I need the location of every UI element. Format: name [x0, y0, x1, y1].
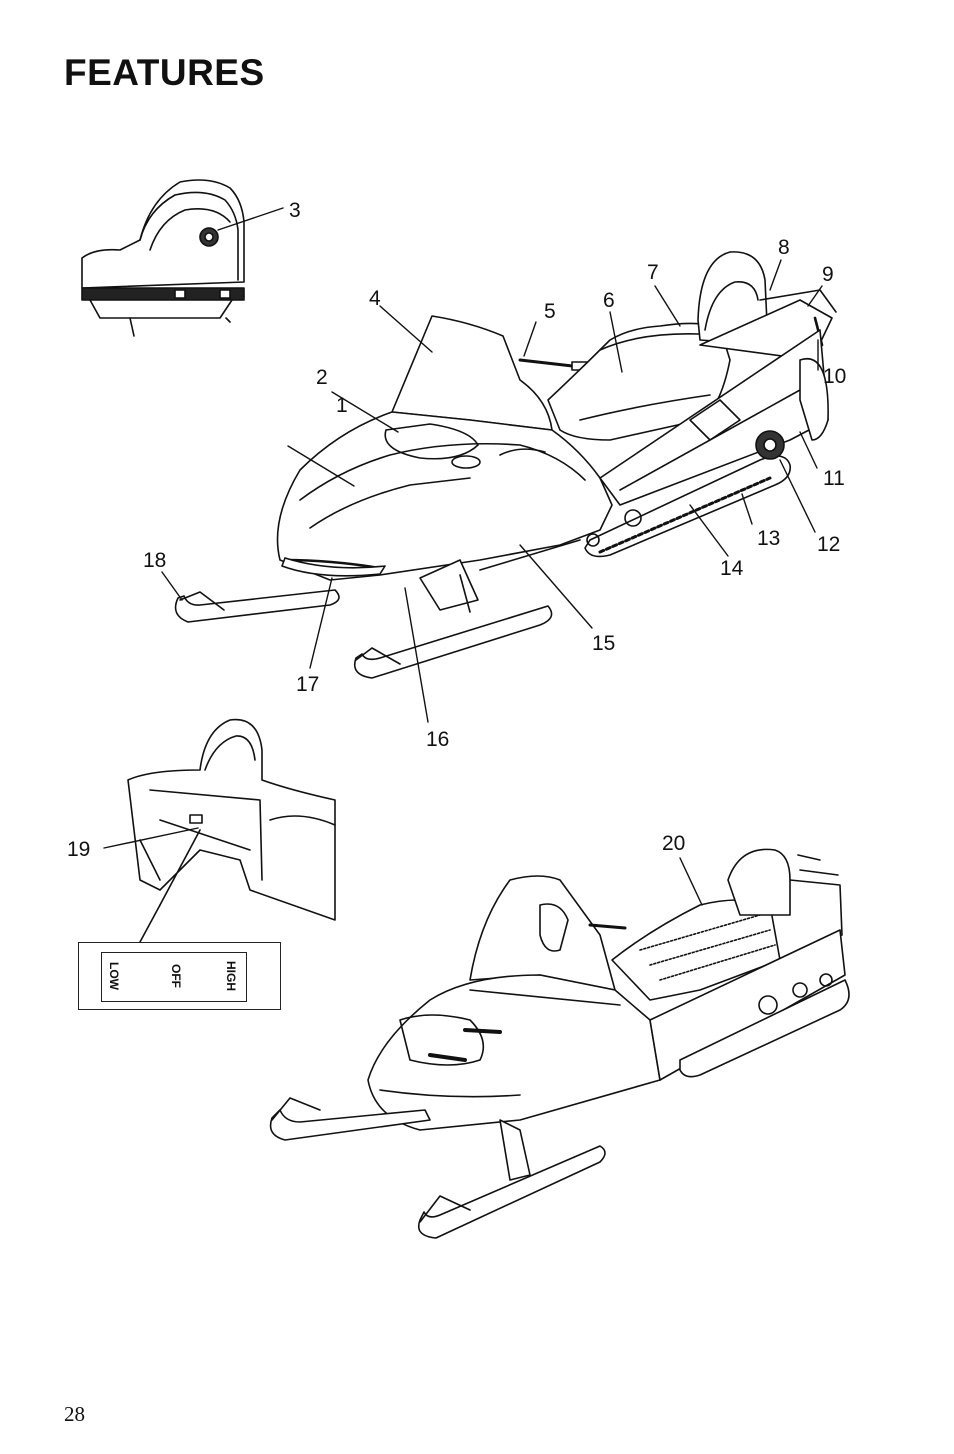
backrest-inset-illustration	[81, 179, 245, 337]
callout-20: 20	[662, 832, 686, 855]
callout-16: 16	[426, 728, 450, 751]
page-number: 28	[64, 1402, 85, 1426]
callout-11: 11	[823, 467, 845, 490]
callout-3: 3	[289, 199, 301, 222]
callout-1: 1	[336, 394, 348, 417]
callout-7: 7	[647, 261, 659, 284]
callout-13: 13	[757, 527, 781, 550]
callout-17: 17	[296, 673, 320, 696]
second-snowmobile-illustration	[269, 848, 850, 1239]
callout-15: 15	[592, 632, 616, 655]
page-title: FEATURES	[64, 52, 265, 93]
main-snowmobile-illustration	[174, 251, 837, 679]
callout-19: 19	[67, 838, 91, 861]
callout-4: 4	[369, 287, 381, 310]
callout-18: 18	[143, 549, 167, 572]
heated-backrest-inset-illustration	[127, 718, 336, 921]
callout-12: 12	[817, 533, 841, 556]
callout-10: 10	[823, 365, 847, 388]
heater-switch-face: LOW OFF HIGH	[101, 952, 247, 1002]
switch-label-high: HIGH	[224, 961, 238, 991]
callout-8: 8	[778, 236, 790, 259]
switch-leader-line	[139, 904, 161, 943]
switch-label-off: OFF	[169, 964, 183, 988]
callout-9: 9	[822, 263, 834, 286]
callout-14: 14	[720, 557, 744, 580]
callout-5: 5	[544, 300, 556, 323]
callout-leader-lines	[103, 207, 823, 906]
heater-switch-diagram: LOW OFF HIGH	[78, 942, 281, 1010]
callout-6: 6	[603, 289, 615, 312]
callout-2: 2	[316, 366, 328, 389]
switch-label-low: LOW	[107, 962, 121, 990]
